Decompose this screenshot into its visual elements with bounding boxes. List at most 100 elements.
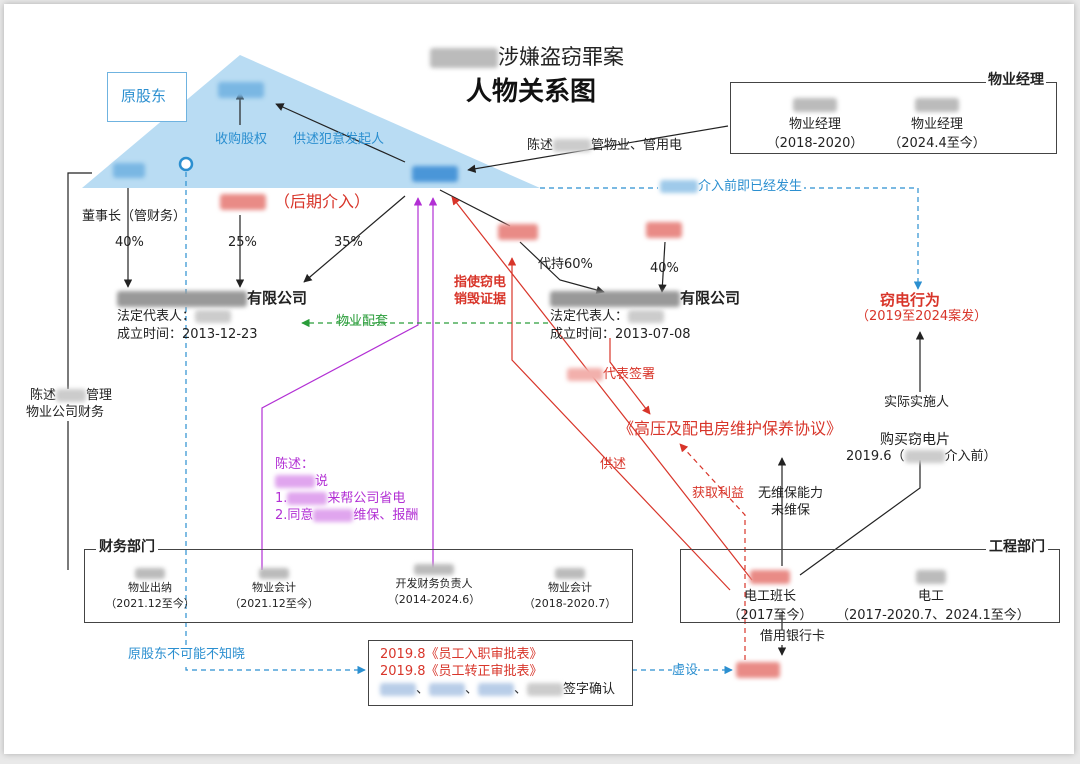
company1-name: 有限公司	[117, 289, 307, 307]
redacted-name	[555, 567, 585, 579]
form-line1: 2019.8《员工入职审批表》	[380, 647, 543, 662]
approval-forms-box	[368, 640, 633, 706]
central-person-name	[412, 166, 458, 182]
company2-founded: 成立时间：2013-07-08	[550, 327, 691, 342]
redacted-name	[56, 389, 87, 402]
later-person-name	[220, 194, 266, 210]
agreement-label: 《高压及配电房维护保养协议》	[618, 419, 843, 438]
redacted-name	[135, 567, 165, 579]
company2-name: 有限公司	[550, 289, 740, 307]
title-line2: 人物关系图	[466, 77, 597, 107]
redacted-name	[916, 569, 946, 584]
foreman: 电工班长 （2017至今）	[724, 566, 816, 623]
redacted-rep	[628, 310, 665, 323]
title-line1: 涉嫌盗窃罪案	[430, 45, 624, 69]
theft-title: 窃电行为	[880, 291, 941, 309]
engineering-dept-box	[680, 549, 1060, 623]
instruct-line1: 指使窃电	[454, 275, 507, 290]
left-person-name	[113, 163, 145, 178]
redacted-name	[904, 450, 945, 463]
form-signers: 、、、签字确认	[380, 682, 615, 698]
company2-holder-name	[646, 222, 682, 238]
electrician: 电工 （2017-2020.7、2024.1至今）	[836, 566, 1030, 623]
pm2: 物业经理 （2024.4至今）	[882, 94, 992, 151]
finance-member-2: 开发财务负责人 （2014-2024.6）	[382, 562, 486, 607]
purple-statement-item1: 1.来帮公司省电	[275, 491, 406, 506]
purple-statement-head: 陈述：	[275, 457, 315, 472]
redacted-name	[567, 368, 603, 381]
property-support-label: 物业配套	[336, 314, 389, 329]
finance-title: 财务部门	[96, 539, 158, 556]
buy-chip-line2: 2019.6（介入前）	[846, 449, 997, 464]
no-capability-line1: 无维保能力	[758, 486, 824, 501]
finance-member-1: 物业会计 （2021.12至今）	[226, 566, 322, 611]
proxy-holder-name	[498, 224, 538, 240]
acquirer-name	[218, 82, 264, 98]
original-shareholder-box	[107, 72, 187, 122]
share-35: 35%	[334, 235, 363, 250]
form-line2: 2019.8《员工转正审批表》	[380, 664, 543, 679]
origin-dot	[178, 156, 194, 172]
proxy-60-label: 代持60%	[538, 257, 593, 272]
redacted-company	[550, 290, 680, 307]
chairman-label: 董事长（管财务）	[82, 209, 187, 224]
redacted-name	[793, 97, 837, 112]
company1-founded: 成立时间：2013-12-23	[117, 327, 258, 342]
confess-label: 供述	[600, 457, 627, 472]
company2-rep: 法定代表人：	[550, 309, 665, 325]
redacted-name	[380, 683, 416, 696]
cannot-unaware-label: 原股东不可能不知晓	[128, 647, 246, 663]
purple-arrows	[261, 197, 438, 570]
redacted-name	[750, 569, 790, 584]
no-capability-line2: 未维保	[771, 503, 811, 518]
acquire-equity-label: 收购股权	[215, 132, 268, 147]
purple-statement-say: 说	[275, 474, 328, 490]
redacted-name	[414, 563, 454, 575]
property-manager-title: 物业经理	[986, 72, 1046, 89]
instruct-line2: 销毁证据	[454, 292, 507, 307]
sign-behalf-label: 代表签署	[567, 367, 655, 383]
left-statement-line1: 陈述管理	[30, 388, 113, 404]
share-25: 25%	[228, 235, 257, 250]
actual-executor-label: 实际实施人	[884, 395, 950, 410]
theft-period: （2019至2024案发）	[856, 309, 988, 324]
redacted-name	[553, 139, 592, 152]
engineering-title: 工程部门	[986, 539, 1048, 556]
holding-triangle	[82, 55, 540, 188]
already-happened-label: 介入前即已经发生	[658, 179, 805, 195]
finance-member-0: 物业出纳 （2021.12至今）	[102, 566, 198, 611]
bank-card-label: 借用银行卡	[760, 629, 826, 645]
finance-member-3: 物业会计 （2018-2020.7）	[522, 566, 618, 611]
redacted-name	[429, 683, 466, 696]
redacted-name	[527, 683, 564, 696]
redacted-rep	[195, 310, 232, 323]
buy-chip-line1: 购买窃电片	[880, 432, 950, 448]
confess-initiator-label: 供述犯意发起人	[293, 132, 385, 147]
company1-rep: 法定代表人：	[117, 309, 232, 325]
redacted-name	[915, 97, 959, 112]
purple-statement-item2: 2.同意维保、报酬	[275, 508, 419, 523]
finance-dept-box	[84, 549, 633, 623]
share-40-left: 40%	[115, 235, 144, 250]
redacted-name	[430, 48, 498, 68]
original-shareholder-label: 原股东	[121, 87, 167, 105]
share-40-right: 40%	[650, 261, 679, 276]
redacted-name	[275, 475, 315, 488]
redacted-company	[117, 290, 247, 307]
later-join-label: （后期介入）	[274, 192, 371, 211]
property-manager-box	[730, 82, 1057, 154]
redacted-name	[478, 683, 515, 696]
redacted-name	[313, 509, 354, 522]
redacted-name	[259, 567, 289, 579]
red-arrows	[451, 196, 753, 660]
left-statement-line2: 物业公司财务	[26, 405, 105, 421]
pm1: 物业经理 （2018-2020）	[765, 94, 865, 151]
fake-label: 虚设	[672, 663, 699, 679]
bank-card-person	[736, 662, 780, 678]
gain-label: 获取利益	[692, 486, 745, 501]
redacted-name	[660, 180, 698, 193]
black-arrows	[67, 91, 925, 656]
redacted-name	[287, 492, 328, 505]
pm-statement: 陈述管物业、管用电	[527, 138, 683, 153]
